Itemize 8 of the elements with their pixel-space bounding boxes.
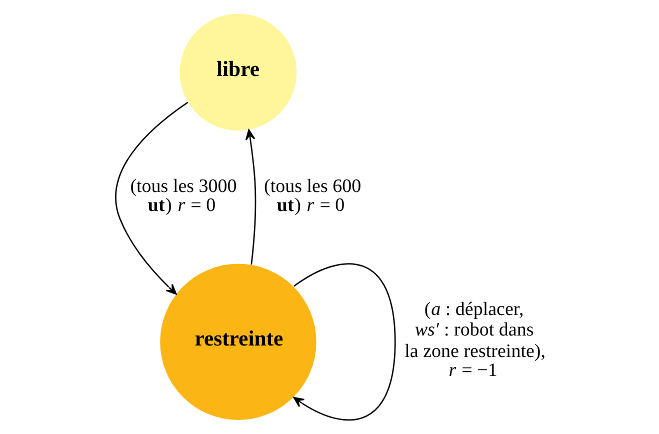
edge-label: (tous les 600 ut) r = 0 bbox=[264, 176, 361, 216]
arrow bbox=[292, 263, 396, 421]
node-circle: libre bbox=[179, 14, 296, 131]
arrow bbox=[244, 129, 256, 265]
edge-label: (a : déplacer, ws′ : robot dans la zone restreinte), r = −1 bbox=[404, 298, 545, 382]
arrow bbox=[114, 102, 188, 295]
edge-label: (tous les 3000 ut) r = 0 bbox=[130, 176, 236, 216]
node-circle: restreinte bbox=[160, 264, 316, 420]
